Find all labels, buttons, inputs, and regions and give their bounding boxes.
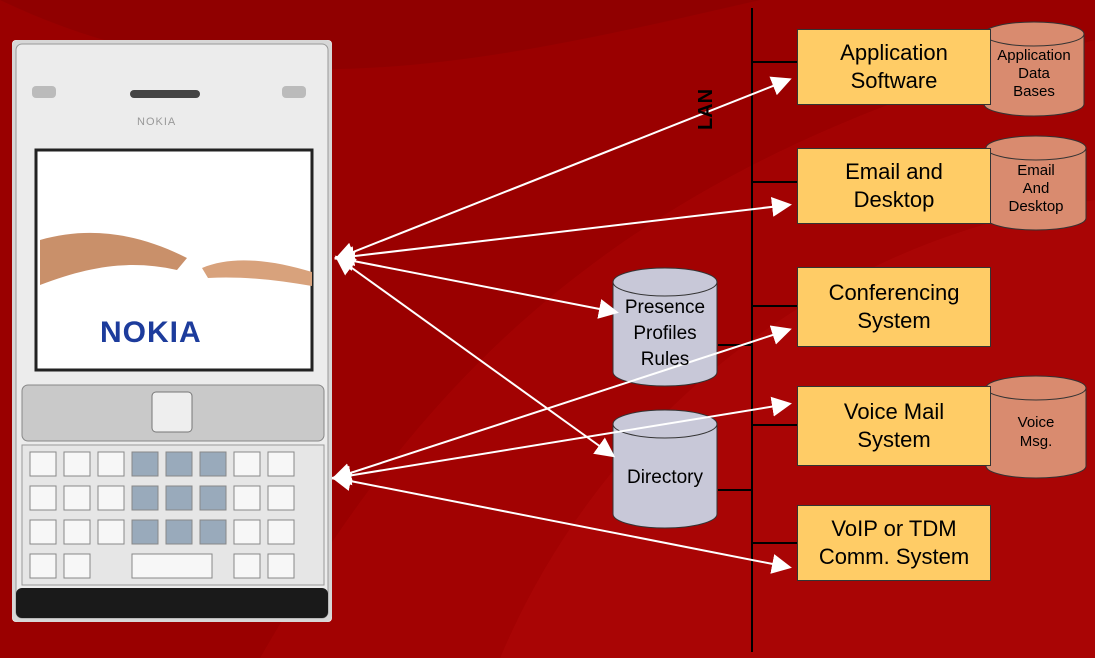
- box-conferencing-system: Conferencing System: [797, 267, 991, 347]
- box-application-software: Application Software: [797, 29, 991, 105]
- db-label-application-data-bases: Application Data Bases: [997, 47, 1071, 100]
- db-label-email-and-desktop: Email And Desktop: [1008, 162, 1064, 215]
- box-voice-mail-system: Voice Mail System: [797, 386, 991, 466]
- arrow-to-email: [334, 196, 792, 267]
- box-voip-tdm: VoIP or TDM Comm. System: [797, 505, 991, 581]
- phone-image: NOKIA NOKIA: [12, 40, 332, 622]
- phone-screen-logo: NOKIA: [100, 316, 202, 349]
- lan-label: LAN: [695, 88, 718, 131]
- phone-brand-logo: NOKIA: [137, 116, 177, 128]
- db-label-voice-msg: Voice Msg.: [1017, 414, 1055, 450]
- arrow-to-conf: [331, 325, 792, 483]
- arrow-to-directory: [334, 255, 616, 458]
- arrow-to-voicemail: [331, 396, 792, 486]
- cylinder-voicedb: [985, 375, 1087, 479]
- box-email-desktop: Email and Desktop: [797, 148, 991, 224]
- cylinder-appdb: [983, 21, 1085, 117]
- phone-body: [12, 40, 332, 622]
- arrow-to-voip: [331, 471, 792, 574]
- arrow-to-presence: [334, 251, 619, 319]
- db-label-presence: Presence Profiles Rules: [624, 297, 706, 370]
- db-label-directory: Directory: [626, 467, 703, 488]
- cylinder-emaildb: [985, 135, 1087, 231]
